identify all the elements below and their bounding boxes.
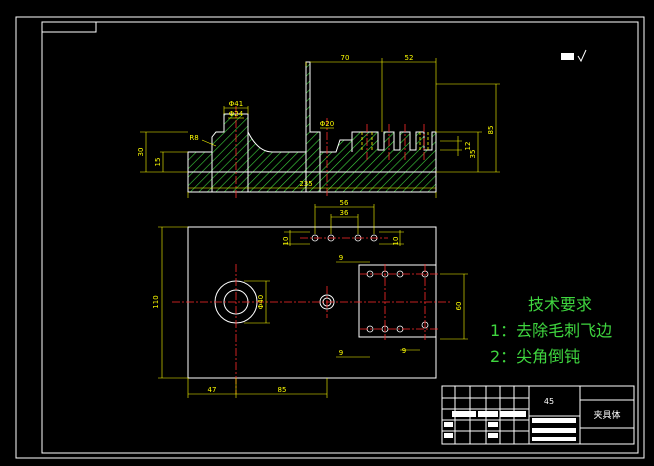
tech-req-item-2: 2：尖角倒钝 xyxy=(490,347,581,366)
dim-pitch-bottom-b: 9 xyxy=(402,347,406,355)
dim-hole-dia-b: Φ24 xyxy=(229,110,244,118)
dim-top-span-b: 52 xyxy=(405,54,414,62)
dim-top-span-a: 70 xyxy=(341,54,350,62)
dim-right-small: 10 xyxy=(392,237,400,246)
dim-top-a: 56 xyxy=(340,199,349,207)
top-view-outline xyxy=(187,226,437,379)
top-view-inner-rect xyxy=(358,264,437,338)
dim-hole-dia-a: Φ41 xyxy=(229,100,243,108)
dim-bottom-left: 47 xyxy=(208,386,217,394)
dim-width-total: 235 xyxy=(299,180,312,188)
technical-requirements: 技术要求 1：去除毛刺飞边 2：尖角倒钝 xyxy=(490,292,612,370)
dim-height-left: 30 xyxy=(137,148,145,157)
small-holes xyxy=(311,234,429,333)
dim-height-right: 35 xyxy=(469,150,477,159)
dim-height-left-small: 15 xyxy=(154,158,162,167)
dim-right-height: 60 xyxy=(455,302,463,311)
dim-boss-dia: Φ40 xyxy=(257,295,265,309)
dim-fillet-r: R8 xyxy=(189,134,198,142)
title-block-filled-cells xyxy=(444,411,576,441)
tech-req-title: 技术要求 xyxy=(528,295,593,314)
dim-left-small: 10 xyxy=(282,237,290,246)
tech-req-item-1: 1：去除毛刺飞边 xyxy=(490,321,613,340)
dim-slot-small: 12 xyxy=(464,142,472,151)
dim-height-total-top: 110 xyxy=(152,295,160,308)
dim-pitch-top: 9 xyxy=(339,254,343,262)
drawing-frame xyxy=(15,16,645,459)
title-block xyxy=(441,385,635,445)
title-block-material: 45 xyxy=(544,397,554,406)
front-view: 235 70 52 85 35 30 15 Φ41 Φ24 Φ20 R8 12 xyxy=(137,54,500,198)
top-view: 56 36 10 10 110 Φ40 47 85 60 9 9 9 xyxy=(152,199,468,398)
dim-bottom-mid: 85 xyxy=(278,386,287,394)
dim-height-total: 85 xyxy=(487,126,495,135)
title-block-part-name: 夹具体 xyxy=(593,409,620,421)
surface-finish-mark xyxy=(561,49,587,63)
dim-hole-dia-c: Φ20 xyxy=(320,120,334,128)
dim-pitch-bottom: 9 xyxy=(339,349,343,357)
dim-top-b: 36 xyxy=(340,209,349,217)
